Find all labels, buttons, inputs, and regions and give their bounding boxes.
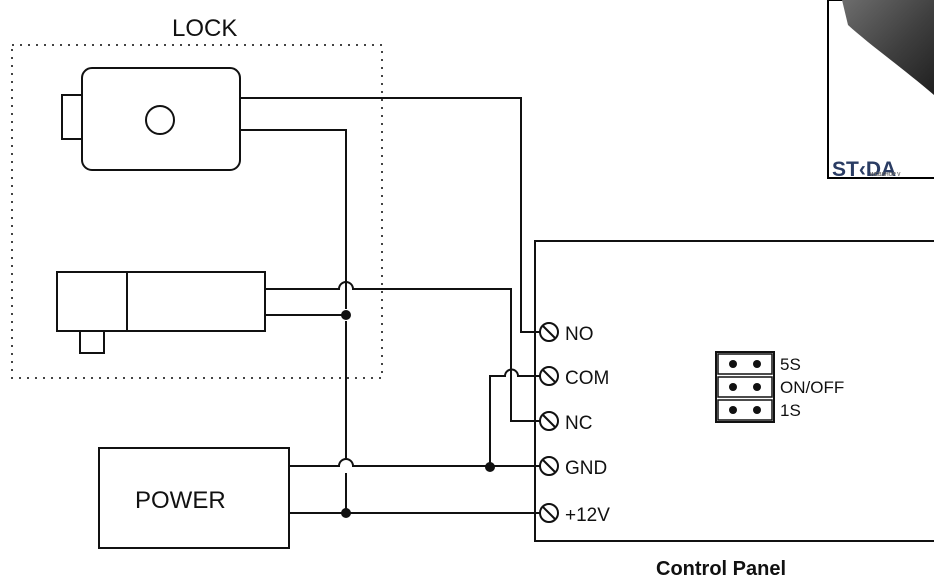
terminal-label-gnd: GND — [565, 458, 607, 479]
terminal-screw-no-icon — [539, 322, 559, 342]
terminal-labels: NO COM NC GND +12V — [565, 324, 610, 526]
terminal-label-com: COM — [565, 368, 609, 389]
jumper-label-1s: 1S — [780, 401, 801, 420]
control-panel-title: Control Panel — [656, 558, 786, 579]
terminal-screw-nc-icon — [539, 411, 559, 431]
svg-text:WEBSHOP V: WEBSHOP V — [870, 172, 901, 178]
terminal-screw-12v-icon — [539, 503, 559, 523]
terminal-label-no: NO — [565, 324, 594, 345]
jumper-block — [715, 351, 775, 423]
lock-body — [61, 67, 241, 171]
junction-dots — [341, 310, 495, 518]
jumper-label-onoff: ON/OFF — [780, 378, 844, 397]
jumper-label-5s: 5S — [780, 355, 801, 374]
power-label: POWER — [135, 487, 226, 514]
terminal-label-nc: NC — [565, 413, 592, 434]
power-supply-box — [98, 447, 290, 549]
lock-label: LOCK — [172, 15, 237, 42]
photo-inset: ST‹DA WEBSHOP V — [827, 0, 934, 181]
terminal-screw-com-icon — [539, 366, 559, 386]
terminal-label-12v: +12V — [565, 505, 610, 526]
wires — [240, 97, 540, 514]
terminal-screw-gnd-icon — [539, 456, 559, 476]
store-logo: ST‹DA WEBSHOP V — [832, 158, 901, 181]
lock-enclosure — [11, 44, 383, 379]
terminal-screws — [539, 322, 559, 523]
svg-text:ST‹DA: ST‹DA — [832, 158, 896, 181]
lock-solenoid — [56, 271, 266, 354]
lock-cylinder-icon — [145, 105, 175, 135]
